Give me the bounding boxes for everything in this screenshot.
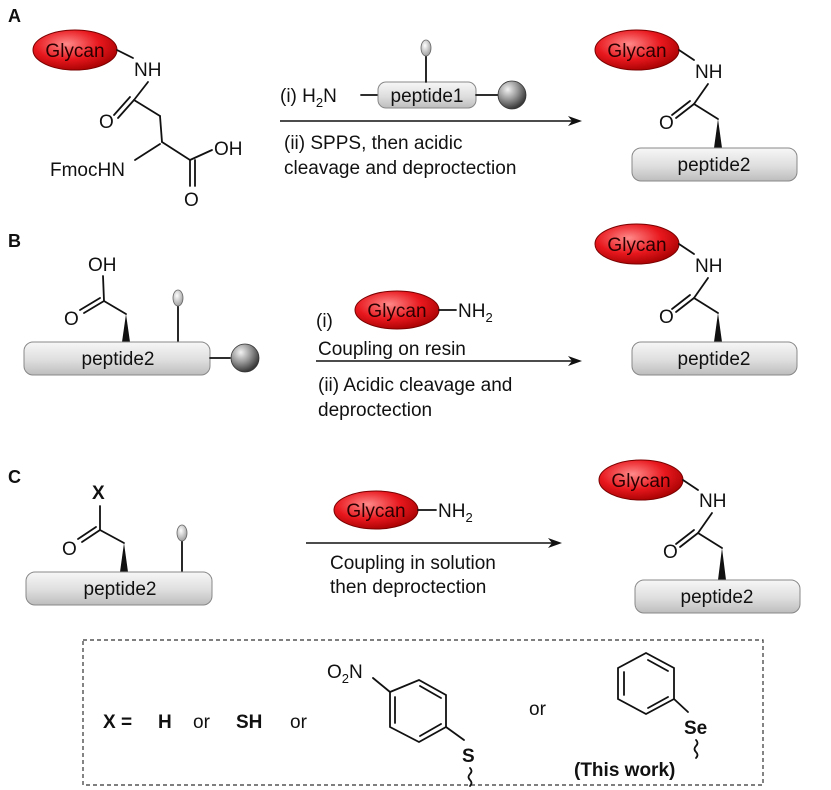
glycan-label: Glycan xyxy=(607,235,666,256)
condition-ii-line1: (ii) SPPS, then acidic xyxy=(284,133,462,154)
this-work-label: (This work) xyxy=(574,760,675,781)
protecting-group-pin xyxy=(176,524,188,542)
panel-c-conditions: Glycan NH2 xyxy=(333,490,473,530)
protecting-group-pin xyxy=(172,289,184,307)
phenyl-seleno: Se (This work) xyxy=(574,651,707,781)
condition-ii-line2: deproctection xyxy=(318,400,432,421)
p-nitrophenyl-thio: O2N S xyxy=(327,662,475,787)
oh-atom: OH xyxy=(214,139,243,160)
panel-a-label: A xyxy=(8,6,21,26)
or-text: or xyxy=(193,712,211,733)
peptide2-bar xyxy=(25,571,213,606)
glycan-asn-building-block: Glycan NH O FmocHN OH O xyxy=(32,29,243,211)
o-atom: O xyxy=(64,309,79,330)
nh-atom: NH xyxy=(699,491,726,512)
panel-a: A Glycan NH O FmocHN OH O (i) H2N xyxy=(8,6,798,211)
condition-i-line2: Coupling on resin xyxy=(318,339,466,360)
nh-atom: NH xyxy=(695,256,722,277)
or-text: or xyxy=(529,699,547,720)
o-atom: O xyxy=(184,190,199,211)
o-atom: O xyxy=(659,307,674,328)
condition-ii-line2: cleavage and deproctection xyxy=(284,158,516,179)
peptide2-bar xyxy=(631,341,798,376)
peptide2-label: peptide2 xyxy=(678,155,751,176)
resin-bead xyxy=(497,80,527,110)
glycan-label: Glycan xyxy=(367,301,426,322)
panel-b-conditions: (i) Glycan NH2 Coupling on resin xyxy=(316,290,493,360)
attachment-wavy-bond xyxy=(467,767,473,787)
nh-atom: NH xyxy=(134,60,161,81)
nh2-group: NH2 xyxy=(438,501,473,525)
condition-line2: then deproctection xyxy=(330,577,486,598)
resin-bound-peptide: OH O peptide2 xyxy=(23,255,260,376)
x-group: X xyxy=(92,483,105,504)
se-atom: Se xyxy=(684,718,707,739)
condition-ii-line1: (ii) Acidic cleavage and xyxy=(318,375,512,396)
peptide2-bar xyxy=(631,147,798,182)
peptide2-label: peptide2 xyxy=(82,349,155,370)
x-equals: X = xyxy=(103,712,132,733)
panel-c: C X O peptide2 Glycan NH2 Coupling in so… xyxy=(8,459,801,614)
x-substituent-legend: X = H or SH or O2N S or Se (This work xyxy=(82,639,764,787)
panel-c-label: C xyxy=(8,467,21,487)
glycopeptide-product-b: Glycan NH O peptide2 xyxy=(594,223,798,376)
activated-peptide: X O peptide2 xyxy=(25,483,213,606)
protecting-group-pin xyxy=(420,39,432,57)
sh-option: SH xyxy=(236,712,262,733)
condition-line1: Coupling in solution xyxy=(330,553,496,574)
glycan-label: Glycan xyxy=(45,41,104,62)
glycan-label: Glycan xyxy=(346,501,405,522)
dashed-box xyxy=(82,639,764,786)
glycan-label: Glycan xyxy=(611,471,670,492)
o-atom: O xyxy=(99,112,114,133)
panel-a-reagent: (i) H2N peptide1 xyxy=(280,39,527,110)
nh2-group: NH2 xyxy=(458,301,493,325)
glycopeptide-product-a: Glycan NH O peptide2 xyxy=(594,29,798,182)
fmochn-group: FmocHN xyxy=(50,160,125,181)
o-atom: O xyxy=(659,113,674,134)
panel-b: B OH O peptide2 (i) Glycan NH2 Coupling … xyxy=(8,223,798,421)
no2-group: O2N xyxy=(327,662,363,686)
o-atom: O xyxy=(62,539,77,560)
peptide2-label: peptide2 xyxy=(681,587,754,608)
peptide2-label: peptide2 xyxy=(84,579,157,600)
glycopeptide-product-c: Glycan NH O peptide2 xyxy=(598,459,801,614)
h-option: H xyxy=(158,712,172,733)
attachment-wavy-bond xyxy=(693,739,699,759)
peptide1-label: peptide1 xyxy=(391,86,464,107)
nh-atom: NH xyxy=(695,62,722,83)
resin-bead xyxy=(230,343,260,373)
peptide2-label: peptide2 xyxy=(678,349,751,370)
peptide2-bar xyxy=(634,579,801,614)
condition-i: (i) H2N xyxy=(280,86,337,110)
panel-b-label: B xyxy=(8,231,21,251)
glycan-label: Glycan xyxy=(607,41,666,62)
s-atom: S xyxy=(462,746,475,767)
condition-i: (i) xyxy=(316,311,333,332)
or-text: or xyxy=(290,712,308,733)
o-atom: O xyxy=(663,542,678,563)
oh-atom: OH xyxy=(88,255,117,276)
